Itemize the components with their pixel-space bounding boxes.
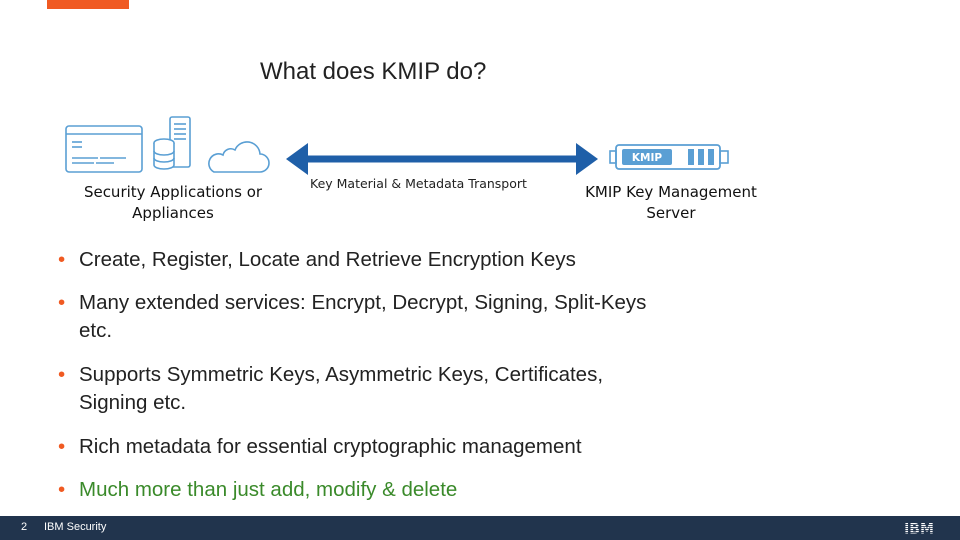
bullet-text: Much more than just add, modify & delete: [79, 478, 458, 501]
bullet-dot: •: [58, 363, 66, 386]
kmip-server-label-line1: KMIP Key Management: [585, 183, 757, 201]
accent-bar: [47, 0, 129, 9]
bullet-dot: •: [58, 291, 66, 314]
bullet-dot: •: [58, 435, 66, 458]
kmip-server-label: KMIP Key Management Server: [578, 182, 764, 224]
bullet-item: • Many extended services: Encrypt, Decry…: [58, 289, 778, 345]
bullet-text: Supports Symmetric Keys, Asymmetric Keys…: [79, 363, 604, 386]
security-apps-icons: [65, 116, 270, 173]
bullet-dot: •: [58, 478, 66, 501]
kmip-server-icon: KMIP: [609, 144, 729, 170]
security-apps-label-line2: Appliances: [132, 204, 214, 222]
ibm-logo-text: IBM: [904, 522, 934, 536]
transport-label: Key Material & Metadata Transport: [310, 176, 527, 191]
server-database-icon: [153, 116, 191, 170]
bullet-item: • Supports Symmetric Keys, Asymmetric Ke…: [58, 361, 778, 417]
bullet-text-continued: Signing etc.: [79, 391, 187, 414]
kmip-server-label-line2: Server: [646, 204, 696, 222]
bullet-item: • Rich metadata for essential cryptograp…: [58, 433, 778, 461]
ibm-logo-icon: IBM: [904, 522, 934, 536]
bullet-text-continued: etc.: [79, 319, 113, 342]
footer-brand: IBM Security: [44, 521, 107, 533]
bullet-list: • Create, Register, Locate and Retrieve …: [58, 246, 778, 504]
double-arrow-icon: [286, 143, 598, 175]
bullet-text: Many extended services: Encrypt, Decrypt…: [79, 291, 647, 314]
slide-title: What does KMIP do?: [260, 58, 487, 85]
cloud-icon: [208, 141, 270, 173]
page-number: 2: [21, 521, 28, 533]
bullet-text: Create, Register, Locate and Retrieve En…: [79, 248, 576, 271]
bullet-item: • Create, Register, Locate and Retrieve …: [58, 246, 778, 274]
bullet-text: Rich metadata for essential cryptographi…: [79, 435, 582, 458]
kmip-icon-text: KMIP: [632, 152, 662, 164]
bullet-item: • Much more than just add, modify & dele…: [58, 476, 778, 504]
application-window-icon: [65, 125, 143, 173]
security-apps-label: Security Applications or Appliances: [66, 182, 280, 224]
security-apps-label-line1: Security Applications or: [83, 183, 263, 201]
bullet-dot: •: [58, 248, 66, 271]
footer-bar: 2 IBM Security IBM: [0, 516, 960, 540]
